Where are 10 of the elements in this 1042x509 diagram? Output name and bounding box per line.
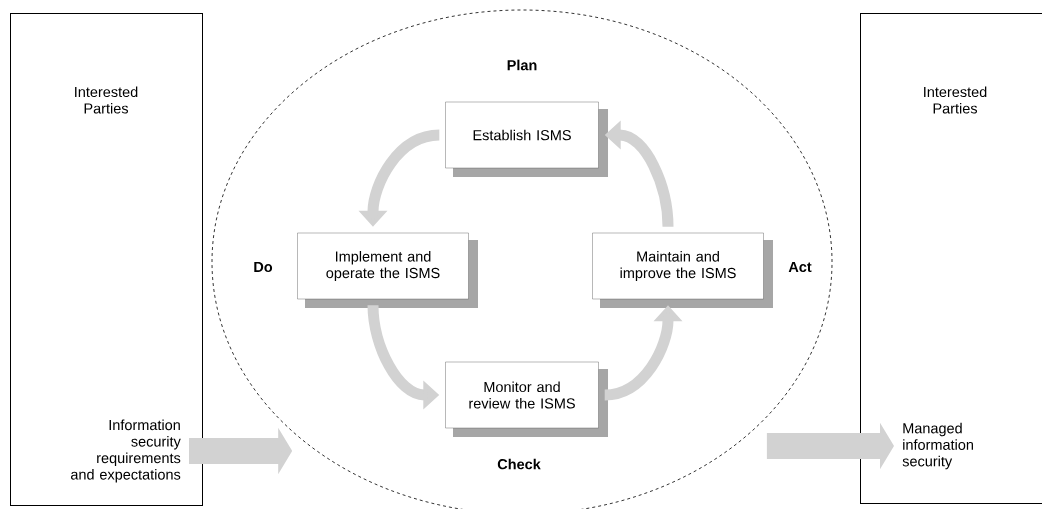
flow-text: Information security requirements and expectations (70, 419, 181, 483)
process-box: Establish ISMS (445, 101, 608, 177)
process-box: Implement and operate the ISMS (297, 232, 478, 308)
process-box: Maintain and improve the ISMS (592, 232, 773, 308)
phase-label: Plan (507, 59, 537, 71)
phase-label: Check (497, 458, 541, 470)
phase-label: Act (788, 261, 812, 273)
phase-label: Do (254, 261, 273, 273)
flow-text: Managed information security (902, 422, 973, 470)
process-box: Monitor and review the ISMS (445, 361, 608, 437)
